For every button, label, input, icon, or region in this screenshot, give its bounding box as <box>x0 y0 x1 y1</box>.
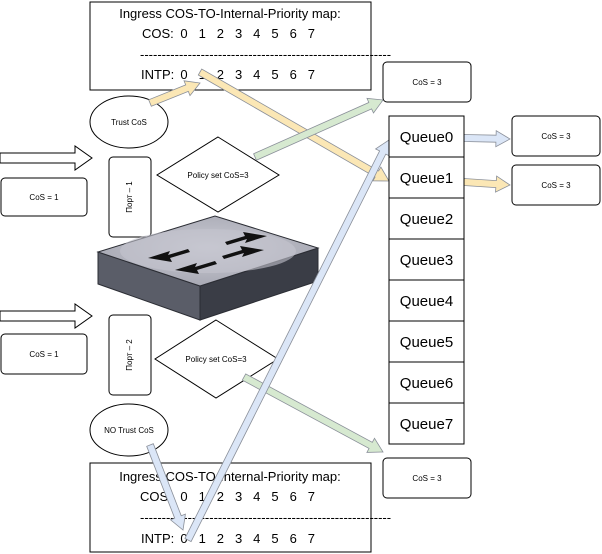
bottom-cos-digit-7: 7 <box>308 489 315 504</box>
queue-1-box <box>388 156 465 199</box>
cos-box-port2-label: CoS = 1 <box>29 350 59 359</box>
arrow-queue1-to-cos <box>463 175 511 193</box>
top-map-title: Ingress COS-TO-Internal-Priority map: <box>119 6 341 21</box>
queue-5-box <box>388 320 465 363</box>
cos-box-queue1 <box>511 164 601 206</box>
bottom-intp-digit-5: 5 <box>271 531 278 546</box>
trust-cos-label: Trust CoS <box>111 118 147 127</box>
arrow-map-to-queue0 <box>184 139 391 543</box>
inbound-arrow-2 <box>0 303 93 329</box>
bottom-intp-digit-1: 1 <box>199 531 206 546</box>
top-intp-digit-4: 4 <box>253 67 260 82</box>
cos-box-port1 <box>0 177 88 217</box>
top-intp-digit-5: 5 <box>271 67 278 82</box>
cos-box-bottom-right-label: CoS = 3 <box>412 474 442 483</box>
top-cos-digit-2: 2 <box>217 26 224 41</box>
top-cos-digit-3: 3 <box>235 26 242 41</box>
bottom-intp-digit-6: 6 <box>290 531 297 546</box>
queue-7-label: Queue7 <box>400 416 453 433</box>
queue-column: Queue0Queue1Queue2Queue3Queue4Queue5Queu… <box>388 115 465 445</box>
queue-1-label: Queue1 <box>400 170 453 187</box>
trust-cos-ellipse <box>89 95 169 149</box>
bottom-map-cos-label: COS <box>140 489 169 504</box>
top-intp-digit-7: 7 <box>308 67 315 82</box>
queue-3-box <box>388 238 465 281</box>
top-cos-digit-4: 4 <box>253 26 260 41</box>
no-trust-cos-label: NO Trust CoS <box>104 426 154 435</box>
top-map-divider: ----------------------------------------… <box>140 47 391 62</box>
bottom-cos-digit-1: 1 <box>199 489 206 504</box>
port-2-box <box>108 314 152 396</box>
queue-0-label: Queue0 <box>400 129 453 146</box>
arrow-map-to-queue1 <box>197 68 390 182</box>
switch-icon <box>96 215 320 321</box>
cos-box-top-right-label: CoS = 3 <box>412 78 442 87</box>
queue-2-box <box>388 197 465 240</box>
bottom-intp-digit-0: 0 <box>180 531 187 546</box>
top-cos-digit-7: 7 <box>308 26 315 41</box>
top-map-cos-label: COS: <box>142 26 174 41</box>
bottom-cos-digit-5: 5 <box>271 489 278 504</box>
top-map-box <box>89 1 372 91</box>
bottom-intp-digit-4: 4 <box>253 531 260 546</box>
top-cos-digit-0: 0 <box>180 26 187 41</box>
queue-5-label: Queue5 <box>400 334 453 351</box>
port-1-box <box>108 156 152 238</box>
port-1-label: Порт – 1 <box>125 181 134 213</box>
top-cos-digit-6: 6 <box>290 26 297 41</box>
policy-diamond-1 <box>156 136 280 213</box>
bottom-map-intp-label: INTP: <box>141 531 174 546</box>
bottom-map-box <box>89 462 372 553</box>
inbound-arrow-1 <box>0 145 93 171</box>
bottom-cos-digit-0: 0 <box>180 489 187 504</box>
arrow-queue0-to-cos <box>463 130 511 148</box>
top-intp-digit-2: 2 <box>217 67 224 82</box>
bottom-cos-digit-3: 3 <box>235 489 242 504</box>
top-map-intp-label: INTP: <box>141 67 174 82</box>
cos-box-port1-label: CoS = 1 <box>29 193 59 202</box>
bottom-map-title: Ingress COS-TO-Internal-Priority map: <box>119 469 341 484</box>
cos-box-top-right <box>382 61 472 103</box>
bottom-intp-digit-3: 3 <box>235 531 242 546</box>
arrow-trust-to-map <box>148 80 201 107</box>
bottom-intp-digit-2: 2 <box>217 531 224 546</box>
bottom-cos-digit-4: 4 <box>253 489 260 504</box>
bottom-intp-digit-7: 7 <box>308 531 315 546</box>
bottom-cos-digit-6: 6 <box>290 489 297 504</box>
port-2-label: Порт – 2 <box>125 339 134 371</box>
cos-box-bottom-right <box>382 457 472 499</box>
no-trust-cos-ellipse <box>89 403 169 457</box>
queue-4-box <box>388 279 465 322</box>
queue-7-box <box>388 402 465 445</box>
policy-1-label: Policy set CoS=3 <box>187 171 249 180</box>
top-intp-digit-3: 3 <box>235 67 242 82</box>
policy-2-label: Policy set CoS=3 <box>185 355 247 364</box>
queue-2-label: Queue2 <box>400 211 453 228</box>
flow-arrows <box>146 68 511 543</box>
cos-box-queue0 <box>511 115 601 157</box>
arrow-policy1-to-cos <box>253 97 384 161</box>
queue-3-label: Queue3 <box>400 252 453 269</box>
cos-box-port2 <box>0 333 88 375</box>
arrow-notrust-to-map <box>146 443 186 531</box>
top-cos-digit-5: 5 <box>271 26 278 41</box>
top-intp-digit-0: 0 <box>180 67 187 82</box>
cos-box-queue0-label: CoS = 3 <box>541 132 571 141</box>
policy-diamond-2 <box>154 319 279 399</box>
queue-4-label: Queue4 <box>400 293 453 310</box>
queue-6-label: Queue6 <box>400 375 453 392</box>
bottom-cos-digit-2: 2 <box>217 489 224 504</box>
top-cos-digit-1: 1 <box>199 26 206 41</box>
top-intp-digit-6: 6 <box>290 67 297 82</box>
cos-box-queue1-label: CoS = 3 <box>541 181 571 190</box>
